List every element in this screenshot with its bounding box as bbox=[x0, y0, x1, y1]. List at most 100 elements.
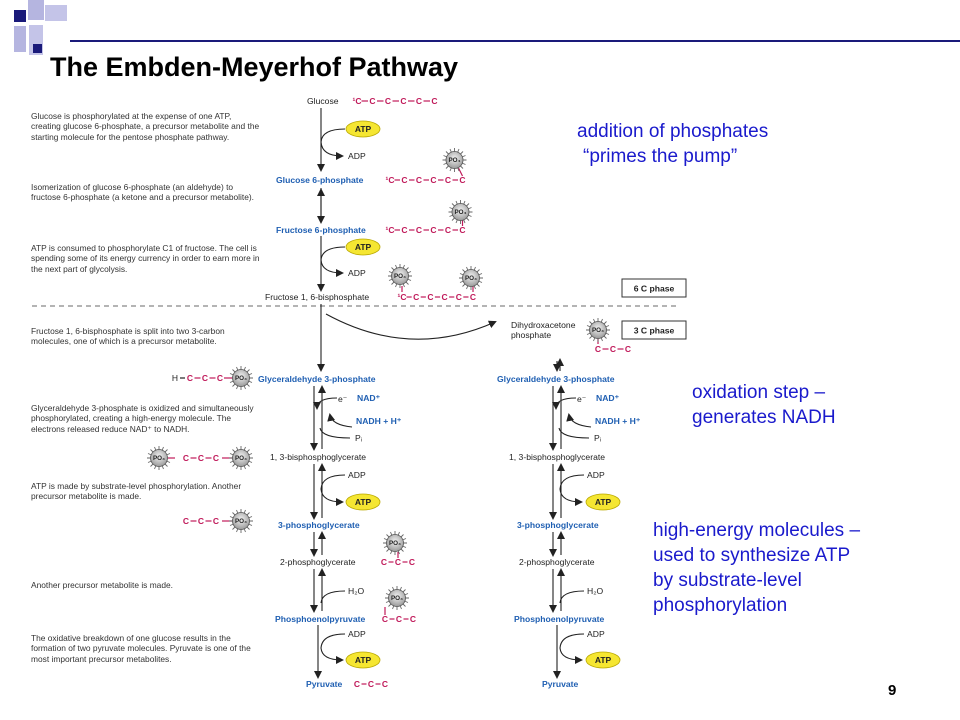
three-carbon-phase-box: 3 C phase bbox=[621, 320, 687, 340]
metabolite-glyceraldehyde-3-phosphate-right: Glyceraldehyde 3-phosphate bbox=[497, 374, 615, 384]
left-main-arrows bbox=[310, 108, 326, 679]
metabolite-fructose-6-phosphate: Fructose 6-phosphate bbox=[276, 225, 366, 235]
carbon-atom: C bbox=[396, 614, 402, 624]
annotation-high-energy-line-3: by substrate-level bbox=[653, 570, 802, 591]
carbon-atom: C bbox=[368, 679, 374, 689]
carbon-atom: C bbox=[183, 453, 189, 463]
annotation-priming-line-1: addition of phosphates bbox=[577, 121, 769, 142]
atp-label: ATP bbox=[355, 242, 372, 252]
adp-label: ADP bbox=[348, 151, 366, 161]
carbon-atom: C bbox=[416, 225, 422, 235]
metabolite-1-3-bisphosphoglycerate-right: 1, 3-bisphosphoglycerate bbox=[509, 452, 605, 462]
phosphate-inorganic-label: Pᵢ bbox=[594, 433, 601, 443]
carbon-atom: C bbox=[381, 557, 387, 567]
phosphate-label: PO₄ bbox=[454, 209, 466, 216]
step-description-6: ATP is made by substrate-level phosphory… bbox=[31, 481, 242, 502]
water-label: H₂O bbox=[587, 586, 604, 596]
metabolite-phosphoenolpyruvate: Phosphoenolpyruvate bbox=[275, 614, 365, 624]
phosphate-label: PO₄ bbox=[391, 595, 403, 602]
carbon-atom: C bbox=[456, 292, 462, 302]
phosphate-label: PO₄ bbox=[394, 273, 406, 280]
phosphate-label: PO₄ bbox=[465, 275, 477, 282]
phosphate-label: PO₄ bbox=[153, 455, 165, 462]
carbon-atom: C bbox=[430, 225, 436, 235]
step-description-5: Glyceraldehyde 3-phosphate is oxidized a… bbox=[31, 403, 254, 434]
split-arrow bbox=[325, 313, 497, 340]
carbon-atom: C bbox=[213, 453, 219, 463]
step-description-2: Isomerization of glucose 6-phosphate (an… bbox=[31, 182, 254, 203]
carbon-atom: C bbox=[427, 292, 433, 302]
phosphate-inorganic-label: Pᵢ bbox=[355, 433, 362, 443]
carbon-atom: C bbox=[400, 96, 406, 106]
carbon-atom: C bbox=[183, 516, 189, 526]
carbon-atom: C bbox=[198, 453, 204, 463]
carbon-atom: C bbox=[395, 557, 401, 567]
carbon-atom: C bbox=[187, 373, 193, 383]
atp-label: ATP bbox=[355, 655, 372, 665]
three-carbon-phase-label: 3 C phase bbox=[634, 326, 675, 336]
carbon-atom: C bbox=[625, 344, 631, 354]
carbon-atom: C bbox=[445, 225, 451, 235]
carbon-atom: C bbox=[431, 96, 437, 106]
bond bbox=[457, 167, 464, 177]
metabolite-phosphoenolpyruvate-right: Phosphoenolpyruvate bbox=[514, 614, 604, 624]
carbon-atom: C bbox=[416, 175, 422, 185]
nad-label: NAD⁺ bbox=[596, 393, 620, 403]
carbon-atom: C bbox=[413, 292, 419, 302]
corner-square-light-3 bbox=[14, 26, 26, 52]
carbon-atom: ¹C bbox=[398, 292, 407, 302]
annotation-high-energy-line-1: high-energy molecules – bbox=[653, 520, 861, 541]
step-description-7: Another precursor metabolite is made. bbox=[31, 580, 173, 590]
atp-label: ATP bbox=[595, 497, 612, 507]
dhap-line-1: Dihydroxacetone bbox=[511, 320, 576, 330]
metabolite-dihydroxyacetone-phosphate: Dihydroxacetone phosphate bbox=[511, 320, 578, 340]
carbon-atom: C bbox=[382, 679, 388, 689]
hydrogen-atom: H bbox=[172, 373, 178, 383]
metabolite-2-phosphoglycerate-right: 2-phosphoglycerate bbox=[519, 557, 595, 567]
adp-label: ADP bbox=[348, 629, 366, 639]
corner-square-navy-2 bbox=[33, 44, 42, 53]
carbon-atom: ¹C bbox=[353, 96, 362, 106]
atp-ellipses bbox=[345, 120, 621, 669]
phosphate-label: PO₄ bbox=[389, 540, 401, 547]
carbon-atom: C bbox=[459, 175, 465, 185]
metabolite-3-phosphoglycerate: 3-phosphoglycerate bbox=[278, 520, 360, 530]
carbon-atom: C bbox=[198, 516, 204, 526]
electron-label: e⁻ bbox=[577, 394, 587, 404]
nadh-label: NADH + H⁺ bbox=[356, 416, 402, 426]
electron-label: e⁻ bbox=[338, 394, 348, 404]
metabolite-fructose-1-6-bisphosphate: Fructose 1, 6-bisphosphate bbox=[265, 292, 369, 302]
corner-square-navy-1 bbox=[14, 10, 26, 22]
carbon-atom: ¹C bbox=[386, 225, 395, 235]
adp-label: ADP bbox=[587, 629, 605, 639]
annotation-high-energy: high-energy molecules – used to synthesi… bbox=[653, 518, 933, 618]
title-bar-line bbox=[70, 40, 960, 42]
page-number: 9 bbox=[888, 682, 897, 699]
step-description-4: Fructose 1, 6-bisphosphate is split into… bbox=[31, 326, 225, 347]
metabolite-pyruvate: Pyruvate bbox=[306, 679, 343, 689]
water-label: H₂O bbox=[348, 586, 365, 596]
annotation-oxidation-line-2: generates NADH bbox=[692, 407, 836, 428]
nad-label: NAD⁺ bbox=[357, 393, 381, 403]
carbon-atom: C bbox=[369, 96, 375, 106]
annotation-priming: addition of phosphates “primes the pump” bbox=[577, 119, 837, 169]
carbon-atom: ¹C bbox=[386, 175, 395, 185]
corner-square-light-2 bbox=[45, 5, 67, 21]
adp-label: ADP bbox=[348, 268, 366, 278]
carbon-atom: C bbox=[213, 516, 219, 526]
annotation-priming-line-2: “primes the pump” bbox=[583, 146, 738, 167]
annotation-oxidation-line-1: oxidation step – bbox=[692, 382, 826, 403]
slide-title: The Embden-Meyerhof Pathway bbox=[50, 52, 459, 82]
carbon-atom: C bbox=[401, 225, 407, 235]
step-description-1: Glucose is phosphorylated at the expense… bbox=[31, 111, 260, 142]
carbon-atom: C bbox=[385, 96, 391, 106]
atp-label: ATP bbox=[355, 497, 372, 507]
carbon-atom: C bbox=[595, 344, 601, 354]
annotation-high-energy-line-4: phosphorylation bbox=[653, 595, 788, 616]
atp-label: ATP bbox=[355, 124, 372, 134]
carbon-atom: C bbox=[217, 373, 223, 383]
carbon-atom: C bbox=[401, 175, 407, 185]
annotation-high-energy-line-2: used to synthesize ATP bbox=[653, 545, 851, 566]
metabolite-glucose-6-phosphate: Glucose 6-phosphate bbox=[276, 175, 364, 185]
